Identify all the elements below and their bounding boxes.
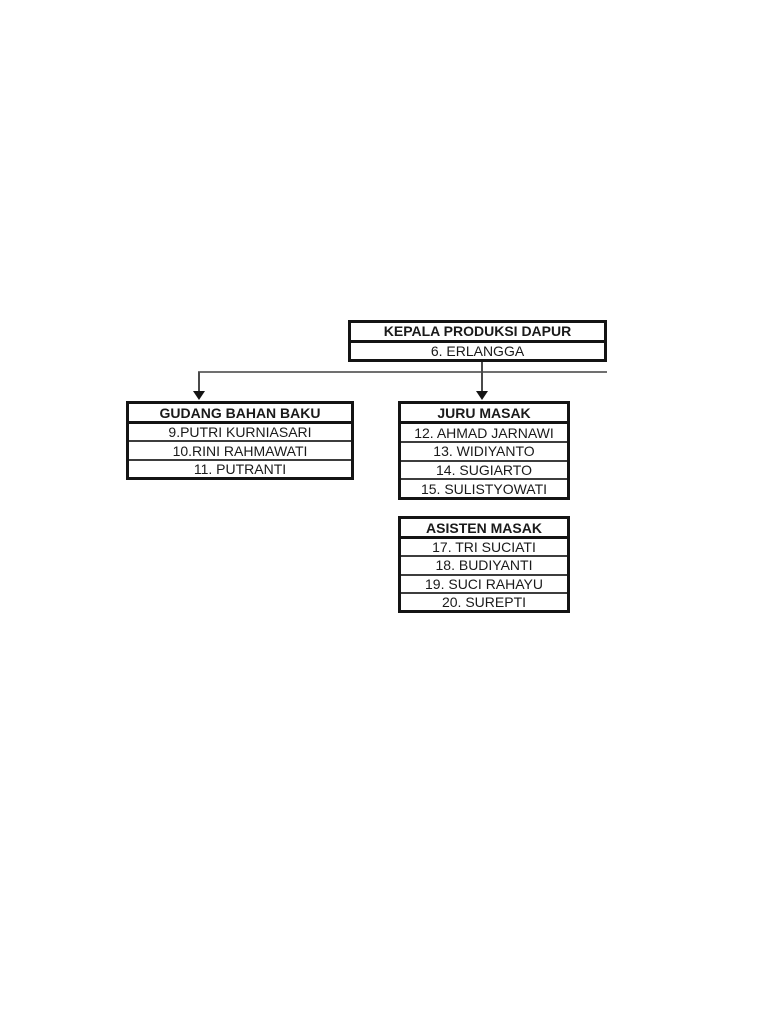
- arrow-down-icon: [193, 391, 205, 400]
- org-box-juru-masak: JURU MASAK 12. AHMAD JARNAWI 13. WIDIYAN…: [398, 401, 570, 500]
- org-box-asisten-masak: ASISTEN MASAK 17. TRI SUCIATI 18. BUDIYA…: [398, 516, 570, 613]
- org-box-kepala-produksi-dapur: KEPALA PRODUKSI DAPUR 6. ERLANGGA: [348, 320, 607, 362]
- member-row: 13. WIDIYANTO: [401, 441, 567, 460]
- member-row: 10.RINI RAHMAWATI: [129, 440, 351, 459]
- member-row: 15. SULISTYOWATI: [401, 478, 567, 497]
- member-row: 17. TRI SUCIATI: [432, 539, 536, 556]
- member-row: 19. SUCI RAHAYU: [401, 573, 567, 592]
- member-row: 18. BUDIYANTI: [401, 555, 567, 573]
- member-row: 11. PUTRANTI: [129, 458, 351, 477]
- org-box-title: GUDANG BAHAN BAKU: [129, 404, 351, 425]
- org-box-title: KEPALA PRODUKSI DAPUR: [351, 323, 604, 343]
- org-box-title: ASISTEN MASAK: [401, 519, 567, 540]
- connector-vertical-left: [198, 372, 200, 392]
- member-row: 6. ERLANGGA: [430, 342, 525, 359]
- member-row: 20. SUREPTI: [401, 591, 567, 610]
- arrow-down-icon: [476, 391, 488, 400]
- member-row: 14. SUGIARTO: [401, 459, 567, 479]
- org-box-gudang-bahan-baku: GUDANG BAHAN BAKU 9.PUTRI KURNIASARI 10.…: [126, 401, 354, 480]
- org-box-title: JURU MASAK: [401, 404, 567, 425]
- connector-vertical-root: [481, 362, 483, 392]
- member-row: 12. AHMAD JARNAWI: [414, 424, 554, 441]
- member-row: 9.PUTRI KURNIASARI: [168, 424, 312, 441]
- connector-horizontal-line: [198, 371, 607, 373]
